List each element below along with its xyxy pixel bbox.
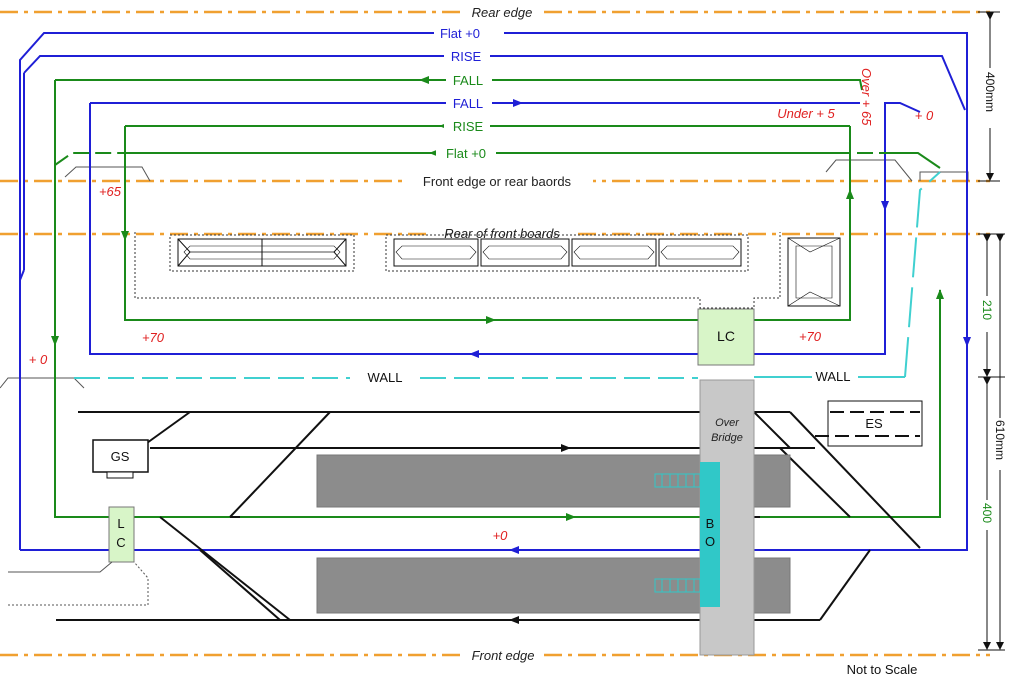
fiddle-yard-roads <box>169 234 841 307</box>
lc-left-label-2: C <box>116 535 125 550</box>
not-to-scale-note: Not to Scale <box>847 662 918 677</box>
over-bridge <box>699 379 755 656</box>
wall-line <box>74 171 941 379</box>
plus0-bottom-label: +0 <box>493 528 509 543</box>
booking-office-steps <box>654 473 701 593</box>
front-edge-rear-boards-label: Front edge or rear baords <box>423 174 572 189</box>
goods-shed-base <box>106 471 134 479</box>
dim-400-right-label: 400 <box>980 503 994 523</box>
dim-210-label: 210 <box>980 300 994 320</box>
bo-label-1: B <box>706 516 715 531</box>
rise-2-label: RISE <box>453 119 484 134</box>
fiddle-yard-outline <box>134 232 781 309</box>
station-tracks <box>56 411 921 621</box>
dim-610-label: 610mm <box>993 420 1007 460</box>
plus0-left-label: + 0 <box>29 352 48 367</box>
engine-shed-tracks <box>815 411 920 437</box>
plus0-right-label: + 0 <box>915 108 934 123</box>
hill-outline-left <box>64 166 151 182</box>
fall-2-label: FALL <box>453 96 483 111</box>
hill-outline-right <box>825 159 913 182</box>
plus70-left-label: +70 <box>142 330 165 345</box>
lc-top-label: LC <box>717 328 735 344</box>
plus70-right-label: +70 <box>799 329 822 344</box>
front-edge-label: Front edge <box>472 648 535 663</box>
green-flat-loop <box>54 149 941 169</box>
over-bridge-label-1: Over <box>715 417 740 429</box>
board-edge-lines <box>0 10 990 657</box>
road-left <box>8 561 113 573</box>
booking-office <box>700 462 720 607</box>
es-label: ES <box>865 416 883 431</box>
flat-inner-label: Flat +0 <box>446 146 486 161</box>
level-crossing-top <box>697 308 755 366</box>
level-crossing-left <box>108 506 135 563</box>
wall-left-label: WALL <box>368 370 403 385</box>
under-5-label: Under + 5 <box>777 106 835 121</box>
fall-1-label: FALL <box>453 73 483 88</box>
dim-400-top-label: 400mm <box>983 72 997 112</box>
hill-outline-right-front <box>919 171 969 181</box>
flat-top-label: Flat +0 <box>440 26 480 41</box>
bo-label-2: O <box>705 534 715 549</box>
over-65-label: Over + 65 <box>859 68 874 126</box>
wall-right-label: WALL <box>816 369 851 384</box>
blue-rise-loop <box>19 55 966 281</box>
plus65-left-label: +65 <box>99 184 122 199</box>
hill-outline-far-left <box>0 377 85 389</box>
road-left-dotted <box>8 561 149 606</box>
rear-edge-label: Rear edge <box>472 5 533 20</box>
rise-top-label: RISE <box>451 49 482 64</box>
lc-left-label-1: L <box>117 516 124 531</box>
gs-label: GS <box>111 449 130 464</box>
over-bridge-label-2: Bridge <box>711 432 743 444</box>
rear-front-boards-label: Rear of front boards <box>444 226 560 241</box>
